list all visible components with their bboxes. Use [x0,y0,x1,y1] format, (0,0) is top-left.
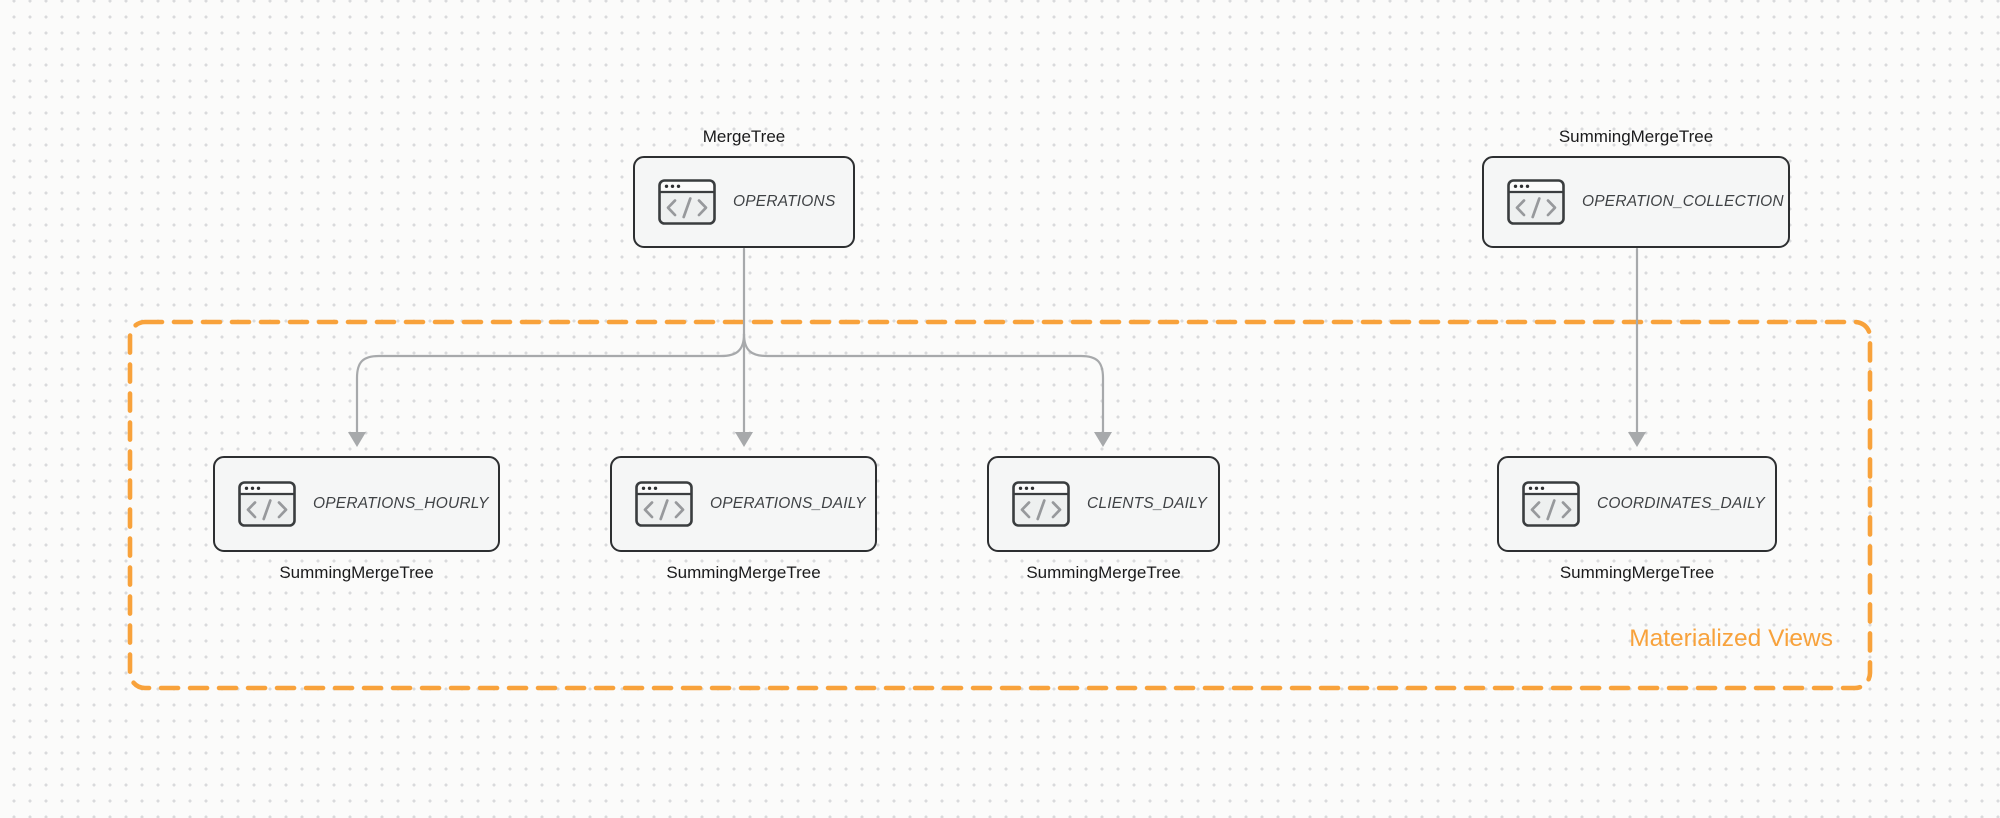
engine-label-operations-daily: SummingMergeTree [666,563,821,582]
node-box-operation-collection[interactable]: OPERATION_COLLECTION [1482,156,1790,248]
engine-label-coordinates-daily: SummingMergeTree [1559,563,1715,582]
arrowhead-daily [735,432,753,447]
code-window-icon [238,481,296,527]
node-coordinates-daily[interactable]: COORDINATES_DAILY SummingMergeTree [1497,456,1777,582]
code-window-icon [1522,481,1580,527]
node-title: CLIENTS_DAILY [1087,495,1208,512]
engine-label-operations-hourly: SummingMergeTree [279,563,434,582]
node-title: OPERATIONS [733,193,836,210]
node-operations[interactable]: MergeTree OPERATIONS [633,127,855,248]
node-box-operations-daily[interactable]: OPERATIONS_DAILY [610,456,877,552]
node-box-operations[interactable]: OPERATIONS [633,156,855,248]
node-title: OPERATION_COLLECTION [1582,193,1784,210]
node-box-operations-hourly[interactable]: OPERATIONS_HOURLY [213,456,500,552]
code-window-icon [1507,179,1565,225]
engine-label-operation-collection: SummingMergeTree [1558,127,1714,146]
code-window-icon [658,179,716,225]
arrowhead-hourly [348,432,366,447]
edge-operations-to-hourly [355,332,746,434]
node-title: OPERATIONS_HOURLY [313,495,489,512]
arrowhead-coordinates [1628,432,1646,447]
arrowhead-clients [1094,432,1112,447]
code-window-icon [635,481,693,527]
edge-operations-to-clients [742,332,1105,434]
code-window-icon [1012,481,1070,527]
materialized-views-label: Materialized Views [1629,625,1833,652]
node-box-clients-daily[interactable]: CLIENTS_DAILY [987,456,1220,552]
engine-label-clients-daily: SummingMergeTree [1026,563,1181,582]
node-operations-hourly[interactable]: OPERATIONS_HOURLY SummingMergeTree [213,456,500,582]
engine-label-operations: MergeTree [702,127,786,146]
node-title: OPERATIONS_DAILY [710,495,866,512]
node-operations-daily[interactable]: OPERATIONS_DAILY SummingMergeTree [610,456,877,582]
node-title: COORDINATES_DAILY [1597,495,1765,512]
node-clients-daily[interactable]: CLIENTS_DAILY SummingMergeTree [987,456,1220,582]
node-operation-collection[interactable]: SummingMergeTree OPERATION_COLLECTION [1482,127,1790,248]
node-box-coordinates-daily[interactable]: COORDINATES_DAILY [1497,456,1777,552]
